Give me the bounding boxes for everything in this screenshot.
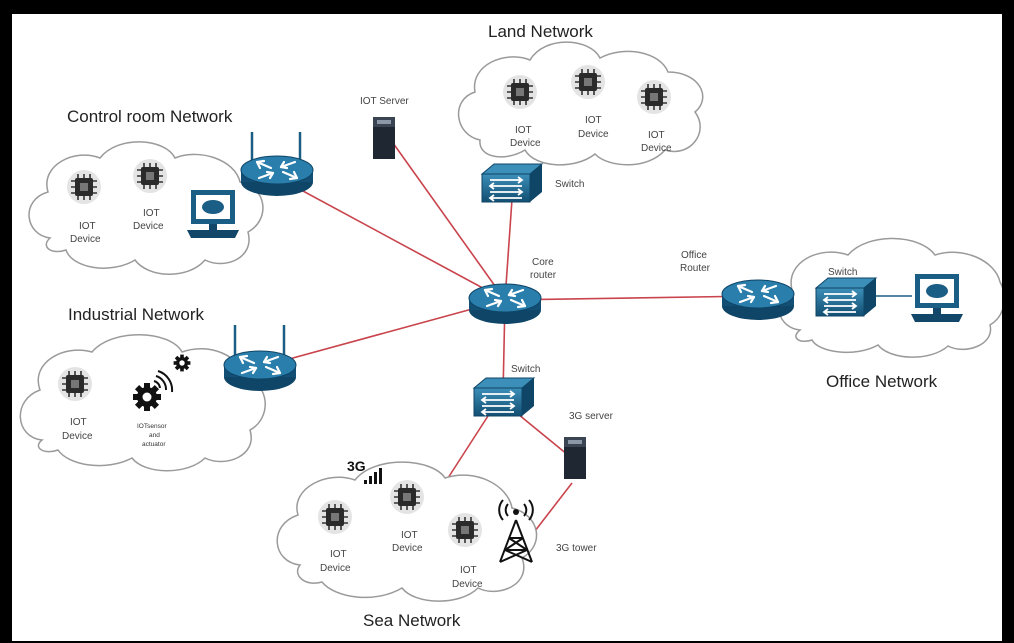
iot-device-label: Device [133, 221, 164, 232]
iot-device-chip-icon [636, 79, 672, 115]
sensor-label: actuator [142, 441, 166, 448]
iot-device-chip-icon [447, 512, 483, 548]
land-switch-icon [481, 163, 543, 203]
3g-tower-label: 3G tower [556, 543, 597, 554]
cloud-office [778, 237, 1002, 358]
iot-device-chip-icon [132, 158, 168, 194]
iot-device-label: IOT [401, 530, 418, 541]
link-core-iot-server [392, 142, 506, 301]
network-diagram: Land Network Control room Network Indust… [19, 22, 1002, 630]
core-router-label: router [530, 270, 557, 281]
iot-device-label: IOT [330, 549, 347, 560]
iot-device-label: IOT [585, 115, 602, 126]
diagram-canvas: Land Network Control room Network Indust… [12, 14, 1002, 641]
sea-network-title: Sea Network [363, 611, 461, 630]
office-network-title: Office Network [826, 372, 938, 391]
iot-device-label: Device [578, 129, 609, 140]
sensor-label: and [149, 432, 160, 439]
computer-icon [187, 190, 239, 238]
iot-device-label: Device [510, 138, 541, 149]
computer-icon [911, 274, 963, 322]
office-router-icon [720, 278, 796, 322]
link-core-land-switch [504, 184, 514, 301]
iot-device-label: Device [62, 431, 93, 442]
sensor-label: IOTsensor [137, 423, 167, 430]
sea-switch-icon [473, 377, 535, 417]
office-router-label: Router [680, 263, 711, 274]
cloud-land [458, 41, 704, 166]
iot-device-label: IOT [515, 125, 532, 136]
iot-device-label: IOT [143, 208, 160, 219]
iot-server-label: IOT Server [360, 96, 409, 107]
iot-device-label: Device [452, 579, 483, 590]
link-switch-3g-server [512, 409, 569, 456]
cloud-sea [276, 461, 538, 602]
land-network-title: Land Network [488, 22, 593, 41]
sea-devices: 3G IOT Device IOT Device IOT Device [317, 458, 483, 590]
iot-device-chip-icon [502, 74, 538, 110]
3g-badge: 3G [347, 458, 366, 474]
core-router-label: Core [532, 257, 554, 268]
3g-tower-icon [498, 499, 534, 563]
land-devices: IOT Device IOT Device IOT Device [502, 64, 672, 154]
land-switch-label: Switch [555, 179, 584, 190]
office-switch-icon [815, 277, 877, 317]
iot-server-icon [373, 117, 395, 159]
iot-device-label: IOT [70, 417, 87, 428]
iot-device-chip-icon [389, 479, 425, 515]
gear-icon [133, 383, 161, 411]
industrial-network-title: Industrial Network [68, 305, 205, 324]
core-router-icon [467, 282, 543, 326]
office-router-label: Office [681, 250, 707, 261]
control-room-network-title: Control room Network [67, 107, 233, 126]
iot-device-label: IOT [460, 565, 477, 576]
iot-device-chip-icon [570, 64, 606, 100]
iot-device-label: Device [392, 543, 423, 554]
iot-device-chip-icon [57, 366, 93, 402]
iot-device-label: IOT [79, 221, 96, 232]
iot-device-label: IOT [648, 130, 665, 141]
control-room-devices: IOT Device IOT Device [66, 132, 315, 245]
iot-device-label: Device [641, 143, 672, 154]
iot-device-label: Device [70, 234, 101, 245]
iot-device-chip-icon [317, 499, 353, 535]
link-core-office [504, 295, 759, 301]
iot-device-chip-icon [66, 169, 102, 205]
3g-server-icon [564, 437, 586, 479]
3g-server-label: 3G server [569, 411, 614, 422]
sea-switch-label: Switch [511, 364, 540, 375]
link-core-control [276, 176, 506, 301]
industrial-devices: IOT Device IOTsensor and actuator [57, 325, 298, 448]
link-core-industrial [259, 299, 506, 368]
control-room-router-icon [239, 154, 315, 198]
iot-device-label: Device [320, 563, 351, 574]
gear-icon [173, 354, 191, 372]
industrial-router-icon [222, 349, 298, 393]
wireless-signal-icon [153, 370, 174, 393]
tower-top-icon [513, 509, 519, 515]
signal-bars-icon [364, 468, 382, 484]
office-switch-label: Switch [828, 267, 857, 278]
